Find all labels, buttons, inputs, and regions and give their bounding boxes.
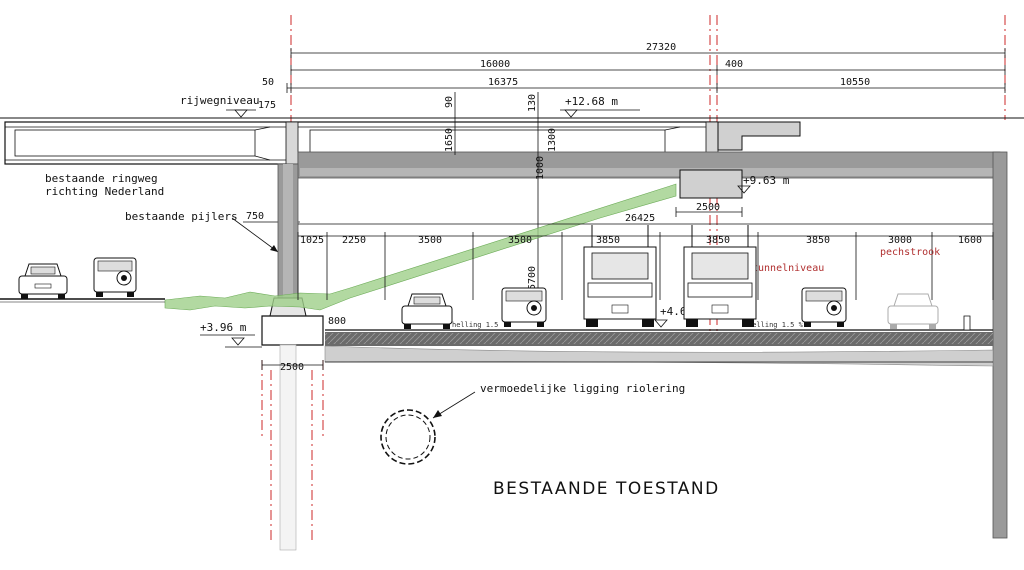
suv-icon bbox=[93, 257, 137, 297]
label-rijwegniveau: rijwegniveau bbox=[180, 94, 259, 107]
dim-800: 800 bbox=[328, 316, 346, 327]
label-tunnelniveau: tunnelniveau bbox=[752, 263, 824, 274]
top-dimension-chains: 27320 16000 400 50 16375 10550 bbox=[262, 42, 1006, 93]
sewer-pipe-icon bbox=[380, 409, 436, 465]
car-icon bbox=[401, 293, 453, 329]
label-helling-left: helling 1.5 bbox=[452, 321, 498, 329]
label-pijlers: bestaande pijlers bbox=[125, 210, 238, 223]
dim-lane-8: 1600 bbox=[958, 235, 982, 246]
ground-left bbox=[0, 298, 165, 303]
level-marker-icon bbox=[231, 337, 245, 346]
dim-50: 50 bbox=[262, 77, 274, 88]
level-marker-icon bbox=[564, 109, 578, 118]
dim-total: 27320 bbox=[646, 42, 676, 53]
level-marker-icon bbox=[737, 185, 751, 194]
dim-750: 750 bbox=[246, 211, 264, 222]
dim-2500-upper: 2500 bbox=[696, 202, 720, 213]
dim-10550: 10550 bbox=[840, 77, 870, 88]
dim-lane-6: 3850 bbox=[806, 235, 830, 246]
dim-lane-5: 3850 bbox=[706, 235, 730, 246]
label-helling-right: helling 1.5 % bbox=[748, 321, 804, 329]
car-icon bbox=[18, 263, 68, 299]
tunnel-floor: helling 1.5 helling 1.5 % +4.68 m tunnel… bbox=[324, 263, 994, 367]
dim-2500-lower: 2500 bbox=[280, 362, 304, 373]
dim-26425: 26425 bbox=[625, 213, 655, 224]
deck-vertical-dims: 90 1650 130 1300 1000 5700 bbox=[444, 92, 558, 300]
level-1268: +12.68 m bbox=[565, 95, 618, 108]
dim-175: 175 bbox=[258, 100, 276, 111]
dim-5700: 5700 bbox=[527, 266, 538, 290]
dim-lane-3: 3500 bbox=[508, 235, 532, 246]
level-marker-icon bbox=[654, 319, 668, 328]
dim-1650: 1650 bbox=[444, 128, 455, 152]
sewer-pipe: vermoedelijke ligging riolering bbox=[380, 382, 685, 465]
level-marker-icon bbox=[234, 109, 248, 118]
label-ringweg-1: bestaande ringweg bbox=[45, 172, 158, 185]
truck-icon bbox=[583, 225, 657, 327]
dim-lane-7: 3000 bbox=[888, 235, 912, 246]
dim-400: 400 bbox=[725, 59, 743, 70]
dim-16000: 16000 bbox=[480, 59, 510, 70]
suv-icon bbox=[501, 287, 547, 327]
dim-1300: 1300 bbox=[547, 128, 558, 152]
dim-lane-1: 2250 bbox=[342, 235, 366, 246]
lane-dimension-chain: 26425 1025 2250 3500 3500 3850 3850 3850… bbox=[297, 213, 994, 300]
dim-16375: 16375 bbox=[488, 77, 518, 88]
truck-icon bbox=[683, 225, 757, 327]
dim-lane-0: 1025 bbox=[300, 235, 324, 246]
dim-130: 130 bbox=[527, 94, 538, 112]
suv-icon bbox=[801, 287, 847, 327]
dim-lane-2: 3500 bbox=[418, 235, 442, 246]
dim-lane-4: 3850 bbox=[596, 235, 620, 246]
left-labels: bestaande ringweg richting Nederland bes… bbox=[45, 172, 300, 253]
green-slope bbox=[164, 183, 677, 311]
dim-90: 90 bbox=[444, 96, 455, 108]
car-icon bbox=[887, 293, 939, 329]
label-ringweg-2: richting Nederland bbox=[45, 185, 164, 198]
vehicles bbox=[18, 225, 939, 329]
level-963: +9.63 m bbox=[743, 174, 790, 187]
level-396: +3.96 m bbox=[200, 321, 247, 334]
label-pechstrook: pechstrook bbox=[880, 247, 940, 258]
dim-1000: 1000 bbox=[535, 156, 546, 180]
upper-level-markers: rijwegniveau 175 +12.68 m +9.63 m 2500 bbox=[180, 94, 790, 217]
drawing-title: BESTAANDE TOESTAND bbox=[493, 479, 720, 499]
upper-deck bbox=[0, 117, 1024, 539]
label-riolering: vermoedelijke ligging riolering bbox=[480, 382, 685, 395]
